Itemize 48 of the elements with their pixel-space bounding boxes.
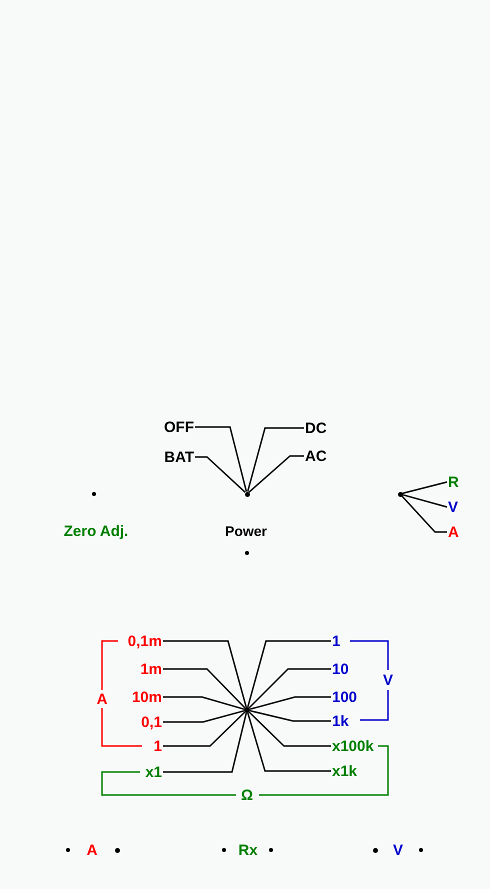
leader-line	[163, 710, 244, 723]
switch-position-label: x1k	[332, 762, 358, 780]
switch-position-label: BAT	[164, 448, 194, 466]
leader-line	[163, 712, 248, 773]
switch-position-label: DC	[305, 420, 327, 436]
leader-line	[163, 668, 246, 708]
switch-position-label: 100	[332, 688, 358, 706]
switch-position-label: AC	[305, 448, 327, 464]
leader-line	[195, 426, 248, 492]
switch-position-label: V	[448, 498, 458, 516]
switch-position-label: A	[448, 524, 459, 540]
terminal-label: A	[86, 842, 98, 858]
switch-pivot	[398, 492, 402, 496]
range-letter: V	[383, 672, 393, 688]
control-label: Power	[225, 522, 267, 540]
leader-line	[248, 455, 304, 493]
switch-pivot	[244, 492, 250, 496]
leader-line	[195, 456, 246, 493]
switch-position-label: 10	[332, 660, 349, 678]
switch-position-label: 1m	[140, 660, 162, 678]
switch-position-label: 1k	[332, 712, 349, 730]
switch-position-label: 1	[154, 738, 162, 754]
switch-position-label: x100k	[332, 738, 374, 754]
leader-line	[163, 640, 247, 708]
leader-line	[250, 696, 331, 710]
leader-line	[248, 712, 331, 747]
switch-position-label: 1	[332, 632, 340, 650]
switch-position-label: R	[448, 474, 459, 490]
leader-line	[401, 495, 447, 533]
leader-line	[247, 712, 331, 772]
range-letter: Ω	[240, 786, 254, 804]
leader-line	[250, 710, 331, 722]
leader-line	[163, 712, 246, 747]
switch-position-label: 0,1	[141, 714, 162, 730]
switch-position-label: 10m	[132, 688, 162, 706]
terminal-label: Rx	[238, 842, 258, 858]
leader-line	[248, 668, 331, 708]
control-label: Zero Adj.	[64, 522, 128, 540]
terminal-label: V	[393, 842, 403, 858]
leader-line	[402, 494, 448, 508]
leader-line	[402, 481, 448, 494]
switch-position-label: OFF	[164, 418, 194, 436]
switch-position-label: 0,1m	[128, 632, 162, 650]
range-letter: A	[96, 690, 108, 708]
leader-line	[246, 427, 304, 492]
leader-line	[247, 640, 331, 708]
switch-position-label: x1	[145, 764, 162, 780]
leader-line	[163, 696, 244, 710]
